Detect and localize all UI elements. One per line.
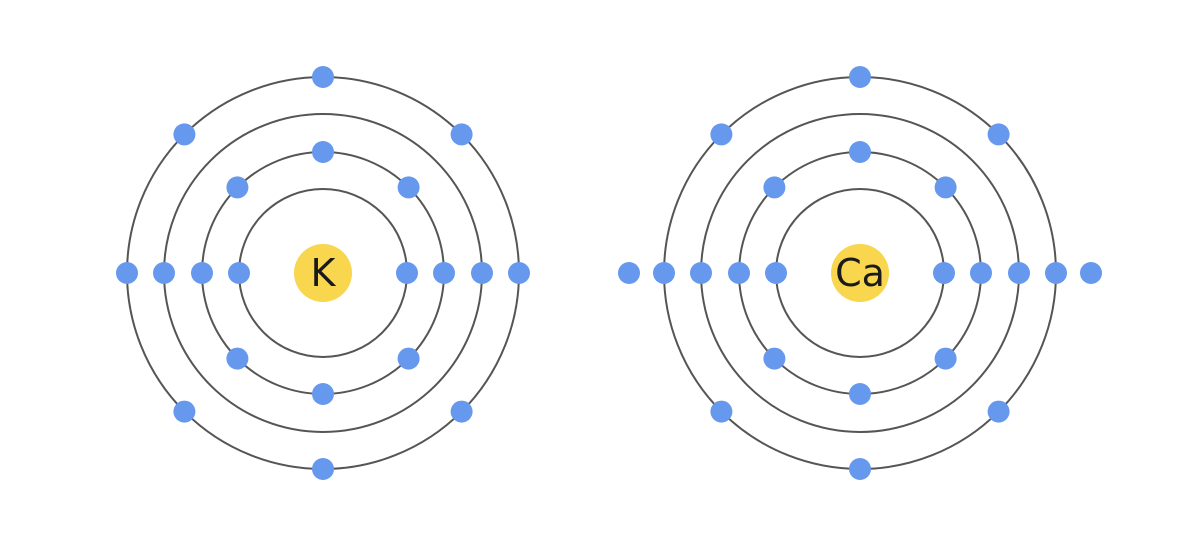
atom-potassium: K — [116, 66, 530, 480]
electron — [153, 262, 175, 284]
electron — [933, 262, 955, 284]
electron — [849, 383, 871, 405]
atom-calcium: Ca — [618, 66, 1102, 480]
electron — [397, 176, 420, 199]
element-symbol: Ca — [835, 251, 885, 295]
electron — [710, 400, 733, 423]
electron — [653, 262, 675, 284]
electron — [710, 123, 733, 146]
electron — [690, 262, 712, 284]
nucleus — [831, 244, 889, 302]
electron — [849, 141, 871, 163]
electron — [226, 347, 249, 370]
electron — [508, 262, 530, 284]
electron — [763, 176, 786, 199]
electron — [396, 262, 418, 284]
electron — [471, 262, 493, 284]
electron — [970, 262, 992, 284]
electron — [173, 123, 196, 146]
electron — [849, 66, 871, 88]
electron — [934, 176, 957, 199]
electron — [312, 383, 334, 405]
electron — [1045, 262, 1067, 284]
electron — [226, 176, 249, 199]
electron — [312, 66, 334, 88]
electron — [763, 347, 786, 370]
element-symbol: K — [311, 251, 337, 295]
electron — [728, 262, 750, 284]
electron — [849, 458, 871, 480]
electron — [191, 262, 213, 284]
electron — [397, 347, 420, 370]
electron — [765, 262, 787, 284]
electron — [433, 262, 455, 284]
electron — [450, 123, 473, 146]
electron — [173, 400, 196, 423]
electron — [312, 141, 334, 163]
electron — [450, 400, 473, 423]
electron — [116, 262, 138, 284]
electron — [228, 262, 250, 284]
electron — [934, 347, 957, 370]
electron — [1008, 262, 1030, 284]
electron — [312, 458, 334, 480]
electron — [987, 400, 1010, 423]
electron — [1080, 262, 1102, 284]
electron — [618, 262, 640, 284]
nucleus — [294, 244, 352, 302]
electron — [987, 123, 1010, 146]
